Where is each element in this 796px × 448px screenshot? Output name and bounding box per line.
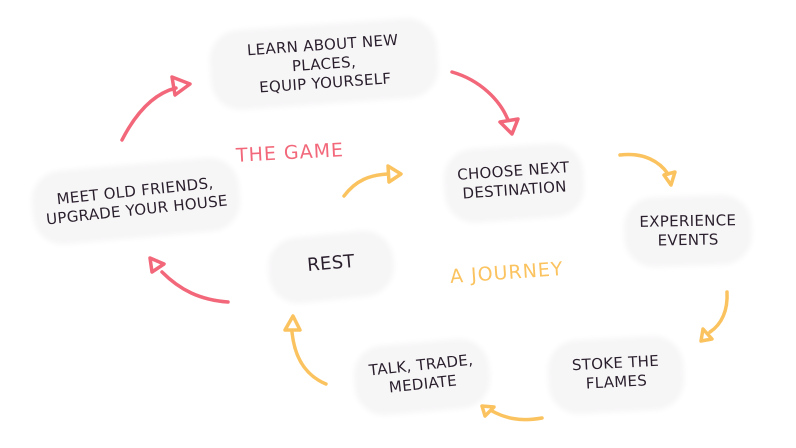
arrow-talk-to-rest bbox=[283, 314, 328, 386]
arrow-learn-to-choose bbox=[450, 70, 520, 136]
arrow-stoke-to-talk bbox=[480, 404, 544, 422]
arrow-rest-to-meet bbox=[148, 256, 230, 304]
arrow-choose-to-experience bbox=[618, 152, 677, 187]
arrow-meet-to-learn bbox=[120, 75, 192, 142]
arrow-experience-to-stoke bbox=[699, 290, 729, 343]
arrow-rest-to-choose bbox=[342, 164, 403, 198]
